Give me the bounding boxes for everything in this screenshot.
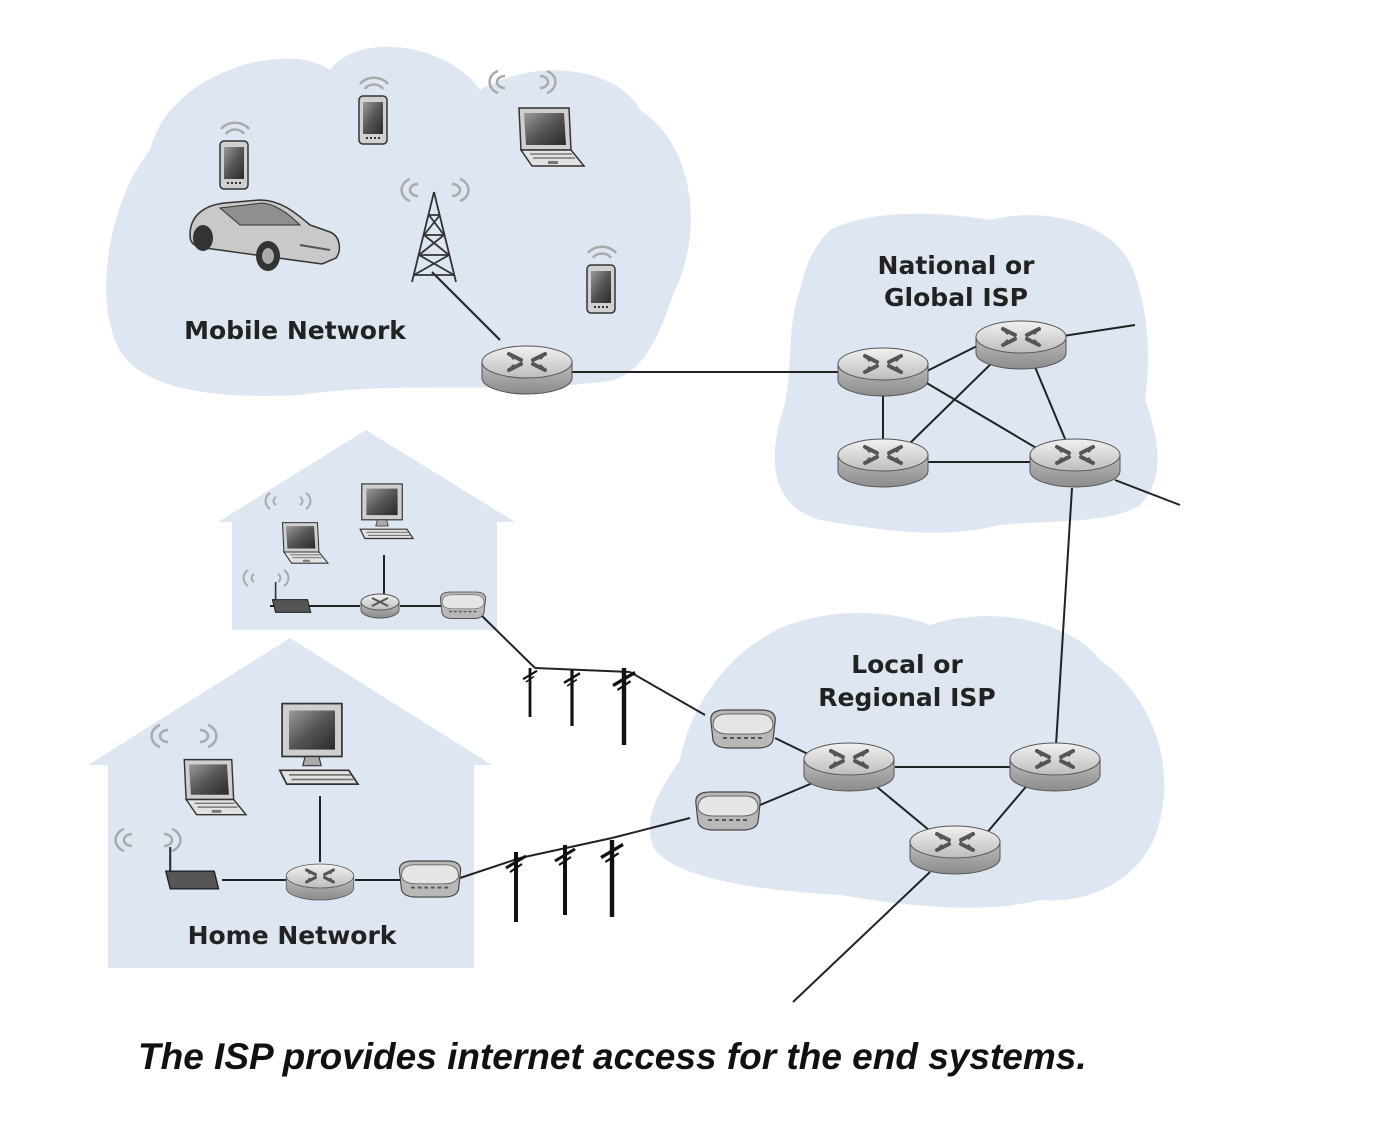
utility-pole-icon (562, 668, 582, 728)
router-icon (480, 344, 574, 396)
utility-pole-icon (553, 843, 577, 917)
modem-icon (398, 860, 462, 899)
wifi-signal-icon (219, 69, 618, 259)
utility-pole-icon (601, 840, 623, 917)
smartphone-icon (586, 264, 616, 314)
local-isp-label-line2: Regional ISP (818, 683, 995, 712)
local-isp-label-line1: Local or (851, 650, 963, 679)
figure-caption: The ISP provides internet access for the… (138, 1036, 1087, 1077)
smartphone-icon (219, 140, 249, 190)
wifi-signal-icon (242, 492, 312, 587)
national-isp-label-line2: Global ISP (884, 283, 1028, 312)
smartphone-icon (358, 95, 388, 145)
router-icon (974, 319, 1068, 371)
utility-pole-icon (521, 666, 539, 719)
router-icon (1028, 437, 1122, 489)
national-isp-label-line1: National or (878, 251, 1036, 280)
router-icon (908, 824, 1002, 876)
local-isp-cloud (649, 613, 1165, 908)
modem-icon (694, 791, 762, 831)
modem-icon (709, 709, 777, 749)
router-icon (836, 346, 930, 398)
network-links (222, 271, 1181, 1003)
modem-icon (439, 591, 487, 620)
router-icon (1008, 741, 1102, 793)
router-icon (360, 593, 400, 619)
home-network-label: Home Network (188, 921, 398, 950)
utility-pole-icon (613, 668, 635, 745)
car-icon (189, 199, 341, 271)
wifi-signal-icon (114, 723, 218, 853)
lower-home-house (88, 638, 492, 968)
router-icon (802, 741, 896, 793)
router-icon (284, 862, 356, 902)
cell-tower-icon (411, 191, 457, 283)
router-icon (836, 437, 930, 489)
mobile-network-label: Mobile Network (184, 316, 407, 345)
